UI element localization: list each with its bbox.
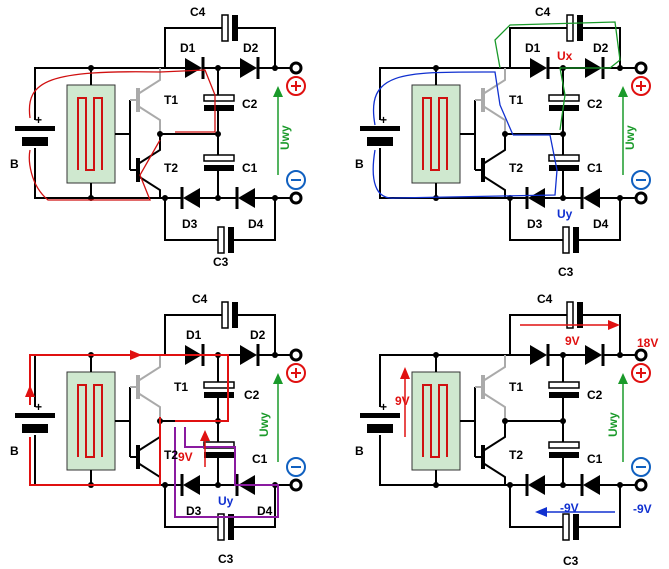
p3-uwy-label: Uwy bbox=[257, 412, 271, 437]
p1-d2-label: D2 bbox=[243, 41, 259, 55]
p4-vb-label: 9V bbox=[395, 394, 410, 408]
p3-d2-label: D2 bbox=[250, 328, 266, 342]
p3-c1-label: C1 bbox=[252, 452, 268, 466]
p2-d4-label: D4 bbox=[593, 217, 609, 231]
p4-vbot-label: -9V bbox=[560, 501, 579, 515]
svg-text:+: + bbox=[35, 113, 42, 127]
p3-uy-label: Uy bbox=[218, 494, 234, 508]
p4-c4-label: C4 bbox=[537, 292, 553, 306]
panel-1-circuit: B + T1 T2 D1 D2 D3 D4 C2 C1 C3 C4 Uwy bbox=[10, 5, 307, 269]
p1-uwy-label: Uwy bbox=[278, 125, 292, 150]
p3-9v-label: 9V bbox=[178, 450, 193, 464]
p4-vtop-label: 9V bbox=[565, 334, 580, 348]
p3-d3-label: D3 bbox=[186, 504, 202, 518]
p1-d4-label: D4 bbox=[248, 217, 264, 231]
p2-t1-label: T1 bbox=[509, 93, 523, 107]
p3-t1-label: T1 bbox=[174, 380, 188, 394]
svg-text:+: + bbox=[380, 400, 387, 414]
svg-text:+: + bbox=[380, 113, 387, 127]
p4-c1-label: C1 bbox=[587, 452, 603, 466]
p4-t2-label: T2 bbox=[509, 448, 523, 462]
p1-t1-label: T1 bbox=[164, 93, 178, 107]
p4-uwy-label: Uwy bbox=[606, 412, 620, 437]
p3-d4-label: D4 bbox=[257, 504, 273, 518]
p3-d1-label: D1 bbox=[186, 328, 202, 342]
p4-c3-label: C3 bbox=[563, 554, 579, 568]
p3-battery-label: B bbox=[10, 444, 19, 458]
p2-battery-label: B bbox=[355, 157, 364, 171]
p2-t2-label: T2 bbox=[509, 161, 523, 175]
p3-t2-label: T2 bbox=[164, 448, 178, 462]
p2-uwy-label: Uwy bbox=[623, 125, 637, 150]
p2-d3-label: D3 bbox=[527, 217, 543, 231]
p2-ux-label: Ux bbox=[557, 49, 573, 63]
p4-battery-label: B bbox=[355, 444, 364, 458]
p4-t1-label: T1 bbox=[509, 380, 523, 394]
p2-d2-label: D2 bbox=[593, 41, 609, 55]
panel-2-circuit: B + T1 T2 D1 D2 D3 D4 C2 C1 C3 C4 Ux Uy … bbox=[355, 5, 652, 279]
p1-d3-label: D3 bbox=[182, 217, 198, 231]
p4-out-pos-label: 18V bbox=[637, 336, 658, 350]
p2-d1-label: D1 bbox=[525, 41, 541, 55]
p3-c4-label: C4 bbox=[192, 292, 208, 306]
p1-c3-label: C3 bbox=[213, 255, 229, 269]
p4-c2-label: C2 bbox=[587, 388, 603, 402]
p3-c3-label: C3 bbox=[218, 552, 234, 566]
p1-c2-label: C2 bbox=[242, 97, 258, 111]
p1-battery-label: B bbox=[10, 157, 19, 171]
svg-text:+: + bbox=[35, 400, 42, 414]
p4-out-neg-label: -9V bbox=[633, 502, 652, 516]
p2-c4-label: C4 bbox=[535, 5, 551, 19]
p1-c1-label: C1 bbox=[242, 161, 258, 175]
p2-c1-label: C1 bbox=[587, 161, 603, 175]
p1-c4-label: C4 bbox=[190, 5, 206, 19]
p1-d1-label: D1 bbox=[180, 41, 196, 55]
p1-t2-label: T2 bbox=[164, 161, 178, 175]
p3-c2-label: C2 bbox=[244, 388, 260, 402]
p2-c3-label: C3 bbox=[558, 265, 574, 279]
p2-uy-label: Uy bbox=[557, 207, 573, 221]
p2-c2-label: C2 bbox=[587, 97, 603, 111]
panel-4-circuit: B + 9V 9V -9V 18V -9V T1 T2 C2 C1 C3 C4 … bbox=[355, 292, 658, 568]
panel-3-circuit: B + T1 T2 D1 D2 D3 D4 C2 C1 C3 C4 9V Uy … bbox=[10, 292, 307, 566]
